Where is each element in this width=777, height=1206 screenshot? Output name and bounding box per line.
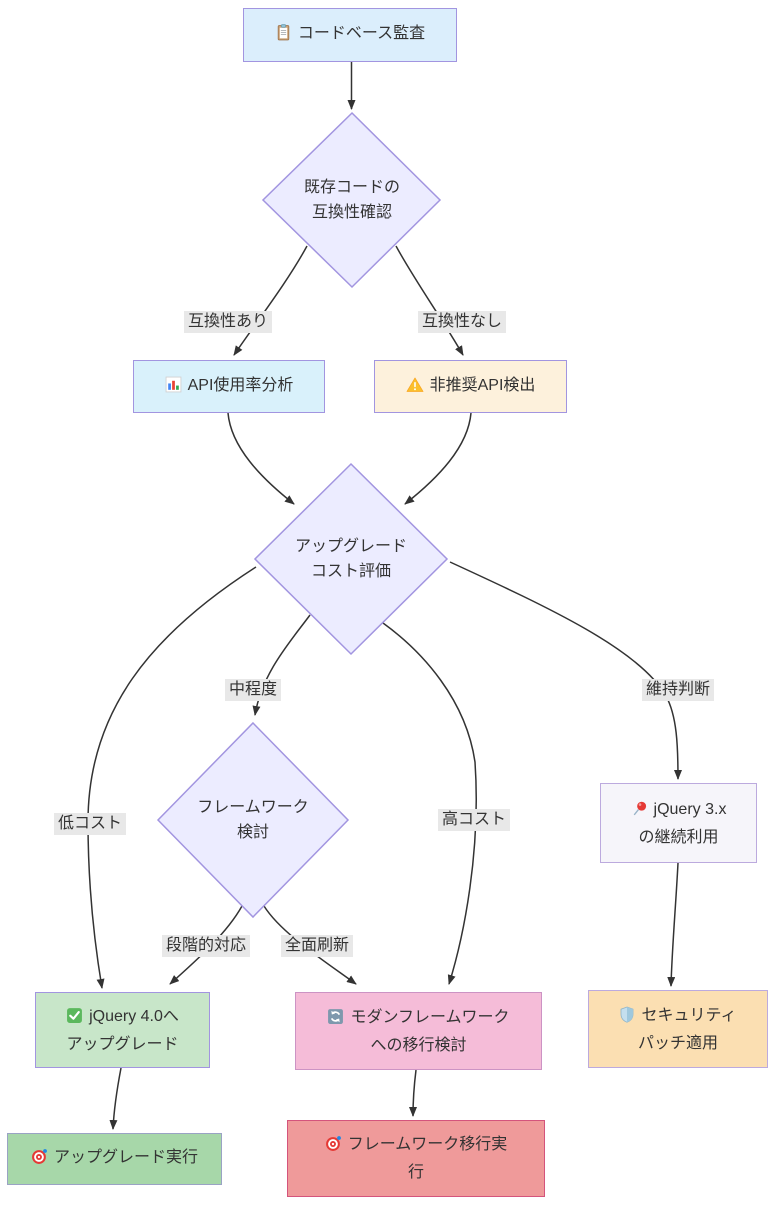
edge-api-to-cost-eval: [227, 412, 295, 505]
edge-label-maintain: 維持判断: [641, 679, 715, 701]
shield-icon: [619, 1006, 635, 1031]
pushpin-icon: [631, 800, 648, 825]
check-icon: [66, 1007, 83, 1032]
node-modern-framework-migration: モダンフレームワーク への移行検討: [295, 992, 542, 1070]
decision-framework-shape: [156, 721, 350, 919]
node-label: セキュリティ パッチ適用: [637, 1006, 737, 1052]
node-label: コードベース監査: [297, 25, 426, 42]
edge-label-compat-no: 互換性なし: [417, 311, 507, 333]
edge-label-moderate: 中程度: [224, 679, 282, 701]
node-label: jQuery 4.0へ アップグレード: [66, 1007, 179, 1053]
decision-upgrade-cost-shape: [253, 462, 449, 656]
node-label: フレームワーク移行実 行: [347, 1136, 508, 1181]
node-label: API使用率分析: [187, 376, 294, 394]
decision-upgrade-cost-label: アップグレード コスト評価: [294, 538, 408, 580]
node-label: アップグレード実行: [53, 1149, 198, 1166]
edge-warn-to-cost-eval: [404, 412, 472, 505]
edge-maintain: [449, 561, 682, 780]
node-security-patch: セキュリティ パッチ適用: [588, 990, 768, 1068]
edge-upgrade-to-exec: [109, 1067, 122, 1130]
node-api-usage-analysis: API使用率分析: [133, 360, 325, 413]
edge-label-low-cost: 低コスト: [53, 813, 127, 835]
node-upgrade-jquery-40: jQuery 4.0へ アップグレード: [35, 992, 210, 1068]
edge-moderate: [252, 614, 311, 716]
node-label: jQuery 3.x の継続利用: [638, 800, 727, 846]
edge-label-phased: 段階的対応: [161, 935, 251, 957]
decision-framework-label: フレームワーク 検討: [197, 799, 309, 841]
edge-compat-yes: [233, 245, 308, 356]
node-deprecated-api-detection: 非推奨API検出: [374, 360, 567, 413]
edge-label-compat-yes: 互換性あり: [183, 311, 273, 333]
node-keep-jquery-3x: jQuery 3.x の継続利用: [600, 783, 757, 863]
node-execute-upgrade: アップグレード実行: [7, 1133, 222, 1185]
edge-modern-to-exec: [409, 1069, 418, 1117]
clipboard-icon: [275, 24, 292, 49]
node-codebase-audit: コードベース監査: [243, 8, 457, 62]
node-label: 非推奨API検出: [429, 376, 536, 394]
refresh-icon: [327, 1008, 344, 1033]
edge-compat-no: [395, 245, 464, 356]
target-icon: [31, 1148, 48, 1173]
decision-compatibility-check-shape: [261, 111, 442, 289]
decision-compatibility-check-label: 既存コードの 互換性確認: [303, 179, 401, 221]
edge-low-cost: [87, 566, 257, 989]
edge-high-cost: [382, 622, 477, 985]
edge-label-full-renewal: 全面刷新: [280, 935, 354, 957]
target-icon: [325, 1135, 342, 1160]
warning-icon: [406, 376, 424, 401]
bar-chart-icon: [165, 376, 182, 401]
node-execute-framework-migration: フレームワーク移行実 行: [287, 1120, 545, 1197]
edge-label-high-cost: 高コスト: [437, 809, 511, 831]
node-label: モダンフレームワーク への移行検討: [350, 1008, 510, 1054]
edge-keep-to-patch: [667, 862, 679, 987]
